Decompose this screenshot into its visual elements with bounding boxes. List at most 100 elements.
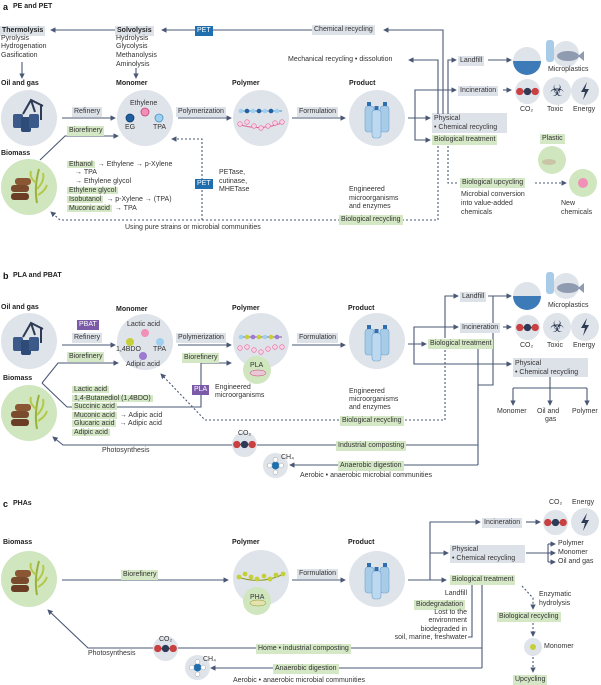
photosynthesis-label: Photosynthesis (102, 447, 150, 454)
co2-label: CO₂ (520, 106, 534, 113)
route-row: Ethanol→ Ethylene → p-Xylene (67, 161, 172, 170)
conversion-route: → TPA (75, 169, 97, 176)
route-row: Ethylene glycol (67, 187, 121, 196)
pha-label: PHA (250, 594, 265, 601)
incineration-label: Incineration (458, 86, 499, 96)
photosynthesis-label: Photosynthesis (88, 650, 136, 657)
output-polymer: Polymer (572, 408, 598, 415)
panel-a-graphics (1, 27, 599, 221)
environment-note: environment (428, 617, 467, 624)
microplastic-fish-icon (546, 272, 584, 299)
biomass-heading: Biomass (1, 150, 31, 157)
environment-note: soil, marine, freshwater (394, 634, 467, 641)
feedstock-chemical: Muconic acid (72, 412, 117, 419)
panel-b-arrows (41, 293, 590, 468)
product-heading: Product (348, 539, 375, 546)
thermolysis-label: Thermolysis (0, 26, 46, 36)
incineration-label: Incineration (482, 518, 523, 528)
landfill-label: Landfill (460, 292, 487, 302)
aerobic-note: Aerobic • anaerobic microbial communitie… (233, 677, 366, 684)
biomass-heading: Biomass (3, 375, 33, 382)
method: Glycolysis (116, 43, 148, 50)
upcycling-label: Upcycling (513, 675, 548, 685)
panel-title: PHAs (13, 500, 32, 507)
enzyme-label: PETase, (219, 169, 246, 176)
toxic-label: Toxic (547, 106, 563, 113)
conversion-route: → Ethylene → p-Xylene (97, 161, 173, 168)
method: Hydrogenation (1, 43, 47, 50)
polymerization-label: Polymerization (176, 333, 226, 343)
feedstock-chemical: Ethylene glycol (67, 187, 119, 194)
anaerobic-digestion-label: Anaerobic digestion (338, 461, 404, 471)
formulation-label: Formulation (297, 333, 338, 343)
polymer-heading: Polymer (232, 539, 260, 546)
biological-recycling-label: Biological recycling (339, 215, 403, 225)
energy-label: Energy (573, 342, 596, 349)
energy-icon (571, 77, 599, 105)
pet-badge: PET (195, 26, 213, 36)
conversion-route: → p-Xylene → (TPA) (106, 196, 172, 203)
new-chemicals-label: chemicals (561, 209, 593, 216)
route-row: Glucaric acid→ Adipic acid (72, 420, 162, 429)
pha-chain-icon (236, 571, 286, 582)
biological-treatment-label: Biological treatment (428, 339, 494, 349)
aerobic-note: Aerobic • anaerobic microbial communitie… (300, 472, 433, 479)
energy-icon (571, 508, 599, 536)
monomer-lactic-acid: Lactic acid (127, 321, 161, 328)
mechanical-recycling-label: Mechanical recycling • dissolution (288, 56, 393, 63)
method: Methanolysis (116, 52, 157, 59)
feedstock-chemical: Adipic acid (72, 429, 110, 436)
oil-gas-heading: Oil and gas (1, 304, 39, 311)
engineered-label: microorganisms (215, 392, 265, 399)
biomass-circle (1, 551, 57, 607)
formulation-label: Formulation (297, 569, 338, 579)
monomer-bdo: 1,4BDO (116, 346, 141, 353)
strains-note: Using pure strains or microbial communit… (125, 224, 261, 231)
biological-recycling-label: Biological recycling (497, 612, 561, 622)
polymer-circle (233, 313, 289, 369)
co2-label: CO₂ (520, 342, 534, 349)
route-row: 1,4-Butanediol (1,4BDO) (72, 395, 156, 404)
pla-label: PLA (250, 362, 264, 369)
physical-label: Physical (452, 546, 479, 553)
engineered-label: microorganisms (349, 396, 399, 403)
panel-letter: b (3, 271, 9, 281)
method: Gasification (1, 52, 38, 59)
biomass-heading: Biomass (3, 539, 33, 546)
pla-badge: PLA (192, 385, 210, 395)
monomer-eg: EG (125, 124, 136, 131)
panel-b-graphics (1, 272, 599, 479)
route-row: Muconic acid→ Adipic acid (72, 412, 162, 421)
formulation-label: Formulation (297, 107, 338, 117)
biological-recycling-label: Biological recycling (340, 416, 404, 426)
biorefinery-label: Biorefinery (121, 570, 159, 580)
output-polymer: Polymer (558, 540, 584, 547)
panel-letter: a (3, 2, 9, 12)
ocean-icon (513, 47, 541, 75)
monomer-heading: Monomer (116, 306, 148, 313)
method: Hydrolysis (116, 35, 149, 42)
upcycling-desc: chemicals (461, 209, 493, 216)
route-row: Isobutanol→ p-Xylene → (TPA) (67, 196, 172, 205)
enzyme-label: MHETase (219, 186, 250, 193)
microplastics-label: Microplastics (548, 302, 589, 309)
environment-note: Lost to the (434, 609, 467, 616)
physical-label: Physical (515, 360, 542, 367)
polymerization-label: Polymerization (176, 107, 226, 117)
toxic-label: Toxic (547, 342, 563, 349)
method: Pyrolysis (1, 35, 30, 42)
panel-a-arrows (19, 27, 567, 221)
product-heading: Product (348, 305, 375, 312)
home-composting-label: Home • industrial composting (256, 644, 351, 654)
physical-label: Physical (434, 115, 461, 122)
route-row: Muconic acid→ TPA (67, 205, 137, 214)
oil-gas-heading: Oil and gas (1, 80, 39, 87)
industrial-composting-label: Industrial composting (336, 441, 407, 451)
engineered-label: Engineered (349, 186, 385, 193)
route-row: → Ethylene glycol (75, 178, 131, 187)
enzymatic-label: Enzymatic (539, 591, 572, 598)
output-oil-gas: gas (545, 416, 557, 423)
chemical-recycling-line: • Chemical recycling (452, 555, 516, 562)
enzymatic-label: hydrolysis (539, 600, 571, 607)
